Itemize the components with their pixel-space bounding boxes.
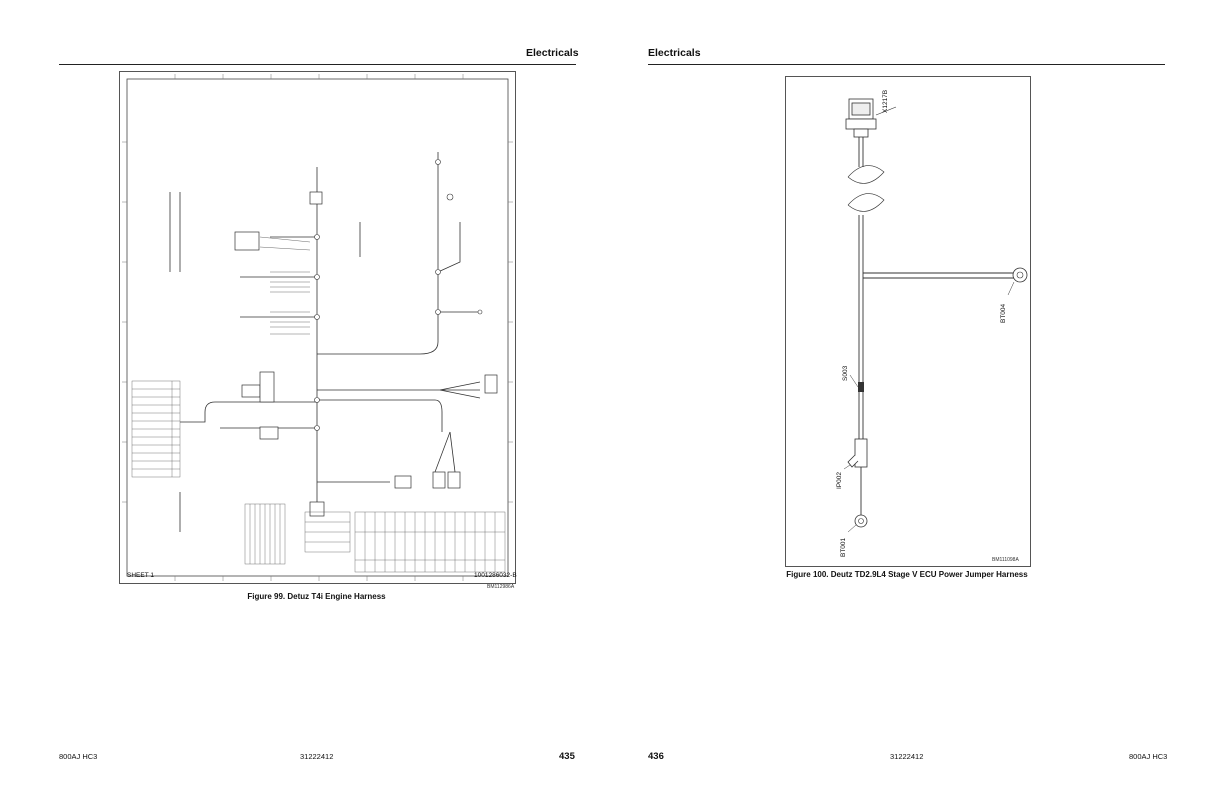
- fuse-holder-label: IP002: [836, 472, 843, 489]
- footer-doc-number: 31222412: [300, 752, 334, 761]
- header-rule: [59, 64, 576, 65]
- jumper-harness-diagram: [843, 98, 1028, 533]
- connector-label: X1217B: [882, 89, 889, 113]
- image-reference: BM112986A: [487, 584, 515, 590]
- image-reference: BM111098A: [992, 557, 1019, 563]
- harness-schematic: [122, 74, 513, 581]
- section-title: Electricals: [526, 47, 579, 59]
- left-page: Electricals: [59, 47, 579, 762]
- right-page: Electricals: [612, 0, 1224, 792]
- footer-doc-number: 31222412: [890, 752, 924, 761]
- splice-label: S003: [842, 365, 849, 381]
- page-number: 436: [648, 751, 664, 762]
- sheet-label: SHEET 1: [127, 572, 154, 579]
- page-number: 435: [559, 751, 575, 762]
- ground-terminal-label: BT001: [840, 537, 847, 557]
- section-title: Electricals: [648, 47, 701, 59]
- ring-terminal-label: BT004: [1000, 303, 1007, 323]
- figure-caption: Figure 99. Detuz T4i Engine Harness: [247, 592, 386, 601]
- drawing-number: 1001286032-B: [474, 572, 517, 579]
- header-rule: [648, 64, 1165, 65]
- footer-model: 800AJ HC3: [59, 752, 98, 761]
- engine-harness-drawing: SHEET 1 1001286032-B: [119, 71, 517, 584]
- figure-caption: Figure 100. Deutz TD2.9L4 Stage V ECU Po…: [786, 570, 1028, 579]
- jumper-harness-drawing: X1217B BT004 S003 IP002 BT001 BM111098A: [785, 76, 1031, 567]
- footer-model: 800AJ HC3: [1129, 752, 1168, 761]
